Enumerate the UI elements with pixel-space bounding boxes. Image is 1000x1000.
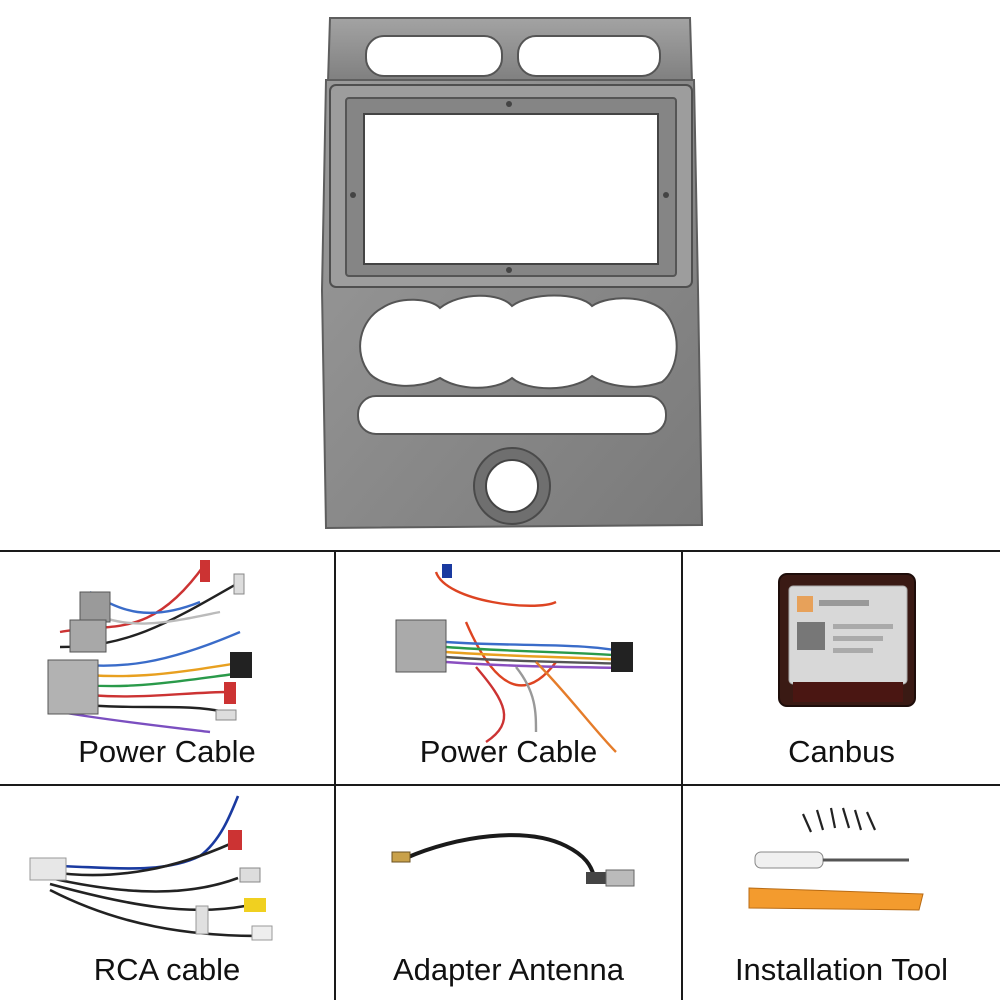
main-product-image xyxy=(320,17,704,530)
accessory-antenna-adapter: Adapter Antenna xyxy=(336,786,681,1000)
accessory-rca-cable: RCA cable xyxy=(0,786,334,1000)
accessory-power-cable-2: Power Cable xyxy=(336,552,681,784)
accessory-label: Power Cable xyxy=(419,734,598,769)
grid-line-middle xyxy=(0,784,1000,786)
dash-frame-icon xyxy=(320,17,704,530)
harness-a-icon xyxy=(47,560,252,734)
accessory-canbus: Canbus xyxy=(683,552,1000,784)
accessory-label: Installation Tool xyxy=(734,952,949,987)
grid-line-top xyxy=(0,550,1000,552)
accessory-label: RCA cable xyxy=(93,952,241,987)
accessory-label: Adapter Antenna xyxy=(393,952,624,987)
antenna-adapter-icon xyxy=(391,833,635,887)
accessories-grid: Power Cable Power Cable xyxy=(0,550,1000,1000)
accessory-label: Power Cable xyxy=(78,734,256,769)
canbus-box-icon xyxy=(778,573,916,707)
accessory-installation-tool: Installation Tool xyxy=(683,786,1000,1000)
rca-cable-icon xyxy=(29,795,273,941)
accessory-power-cable-1: Power Cable xyxy=(0,552,334,784)
grid-line-left xyxy=(334,550,336,1000)
harness-b-icon xyxy=(395,564,633,753)
accessory-label: Canbus xyxy=(788,734,895,769)
grid-line-right xyxy=(681,550,683,1000)
tools-icon xyxy=(748,807,924,911)
